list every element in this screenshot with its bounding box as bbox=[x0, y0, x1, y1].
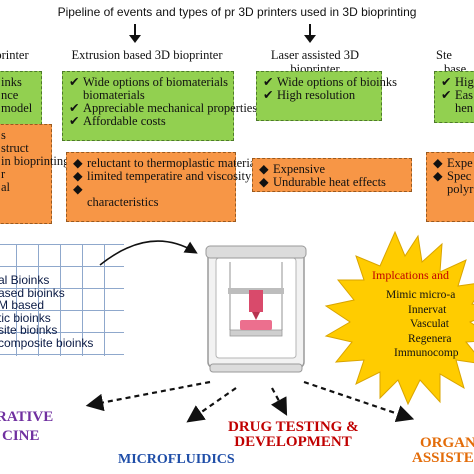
arrow-to-regenerative bbox=[85, 380, 211, 412]
implication-item: Vasculat bbox=[410, 318, 449, 330]
advantage-item: Wide options of biomaterials bbox=[83, 75, 228, 89]
checkmark-icon: ✔ bbox=[441, 88, 452, 102]
bioink-item: M based bbox=[0, 298, 45, 312]
implications-list: Mimic micro-a Innervat Vasculat Regenera… bbox=[372, 288, 474, 361]
advantage-item: Wide options of bioinks bbox=[277, 75, 397, 89]
arrow-to-organoid bbox=[303, 380, 415, 423]
implications-starburst bbox=[324, 230, 474, 406]
checkmark-icon: ✔ bbox=[441, 75, 452, 89]
bullet-icon: ◆ bbox=[259, 175, 269, 189]
arrow-to-drug-testing bbox=[270, 387, 288, 416]
advantage-item: High resolution bbox=[277, 88, 356, 102]
app-organoid: ORGANO ASSISTED TE bbox=[412, 435, 474, 466]
arrow-to-microfluidics bbox=[186, 387, 237, 423]
bullet-icon: ◆ bbox=[433, 169, 443, 183]
bioink-item: tic bioinks bbox=[0, 310, 51, 325]
heading-extrusion: Extrusion based 3D bioprinter bbox=[71, 48, 223, 62]
implication-item: Innervat bbox=[408, 303, 447, 316]
heading-col0: printer bbox=[0, 48, 29, 62]
checkmark-icon: ✔ bbox=[263, 88, 274, 102]
checkmark-icon: ✔ bbox=[69, 75, 80, 89]
advantages-box-col0: inks nce model bbox=[0, 71, 42, 125]
bullet-icon: ◆ bbox=[73, 156, 83, 170]
advantages-box-extrusion: ✔Wide options of biomaterials biomateria… bbox=[62, 71, 257, 141]
advantages-box-laser: ✔Wide options of bioinks ✔High resolutio… bbox=[256, 71, 397, 121]
curved-arrow bbox=[99, 240, 198, 266]
bullet-icon: ◆ bbox=[433, 156, 443, 170]
app-regenerative-medicine: RATIVE CINE bbox=[0, 409, 54, 444]
top-arrows bbox=[129, 24, 316, 43]
disadvantages-box-stereo: ◆Expe ◆Spec polyr bbox=[426, 152, 474, 222]
checkmark-icon: ✔ bbox=[69, 101, 80, 115]
page-title: Pipeline of events and types of pr 3D pr… bbox=[57, 5, 417, 19]
bioinks-grid-panel: al Bioinks ased bioinks M based tic bioi… bbox=[0, 244, 124, 356]
advantages-box-stereo: ✔Hig ✔Eas hen bbox=[434, 71, 474, 123]
app-microfluidics: MICROFLUIDICS bbox=[118, 452, 235, 467]
implication-item: Regenera bbox=[408, 332, 452, 345]
bullet-icon: ◆ bbox=[73, 169, 83, 183]
bioink-item: al Bioinks bbox=[0, 273, 50, 287]
disadvantage-item: reluctant to thermoplastic materials bbox=[87, 156, 264, 170]
bullet-icon: ◆ bbox=[73, 182, 83, 196]
implication-item: Immunocomp bbox=[394, 347, 459, 359]
bullet-icon: ◆ bbox=[259, 162, 269, 176]
bioink-item: ased bioinks bbox=[0, 285, 65, 300]
disadvantages-box-col0: s struct in bioprinting r al bbox=[0, 124, 69, 224]
implication-item: Mimic micro-a bbox=[386, 289, 456, 301]
bioinks-list: al Bioinks ased bioinks M based tic bioi… bbox=[0, 274, 124, 349]
advantage-item: Affordable costs bbox=[83, 114, 166, 128]
checkmark-icon: ✔ bbox=[263, 75, 274, 89]
advantage-item: Appreciable mechanical properties bbox=[83, 101, 258, 115]
disadvantage-item: Expensive bbox=[273, 162, 326, 176]
arrowhead-extrusion bbox=[129, 35, 141, 43]
arrowhead-laser bbox=[304, 35, 316, 43]
checkmark-icon: ✔ bbox=[69, 114, 80, 128]
disadvantage-item: Undurable heat effects bbox=[273, 175, 386, 189]
bioink-item: composite bioinks bbox=[0, 335, 94, 350]
disadvantages-box-laser: ◆ Expensive ◆ Undurable heat effects bbox=[252, 158, 412, 192]
app-drug-testing: DRUG TESTING & DEVELOPMENT bbox=[228, 419, 359, 450]
bioink-item: site bioinks bbox=[0, 323, 58, 337]
bioprinter-icon bbox=[205, 245, 307, 373]
implications-title: Implcations and bbox=[372, 268, 449, 282]
